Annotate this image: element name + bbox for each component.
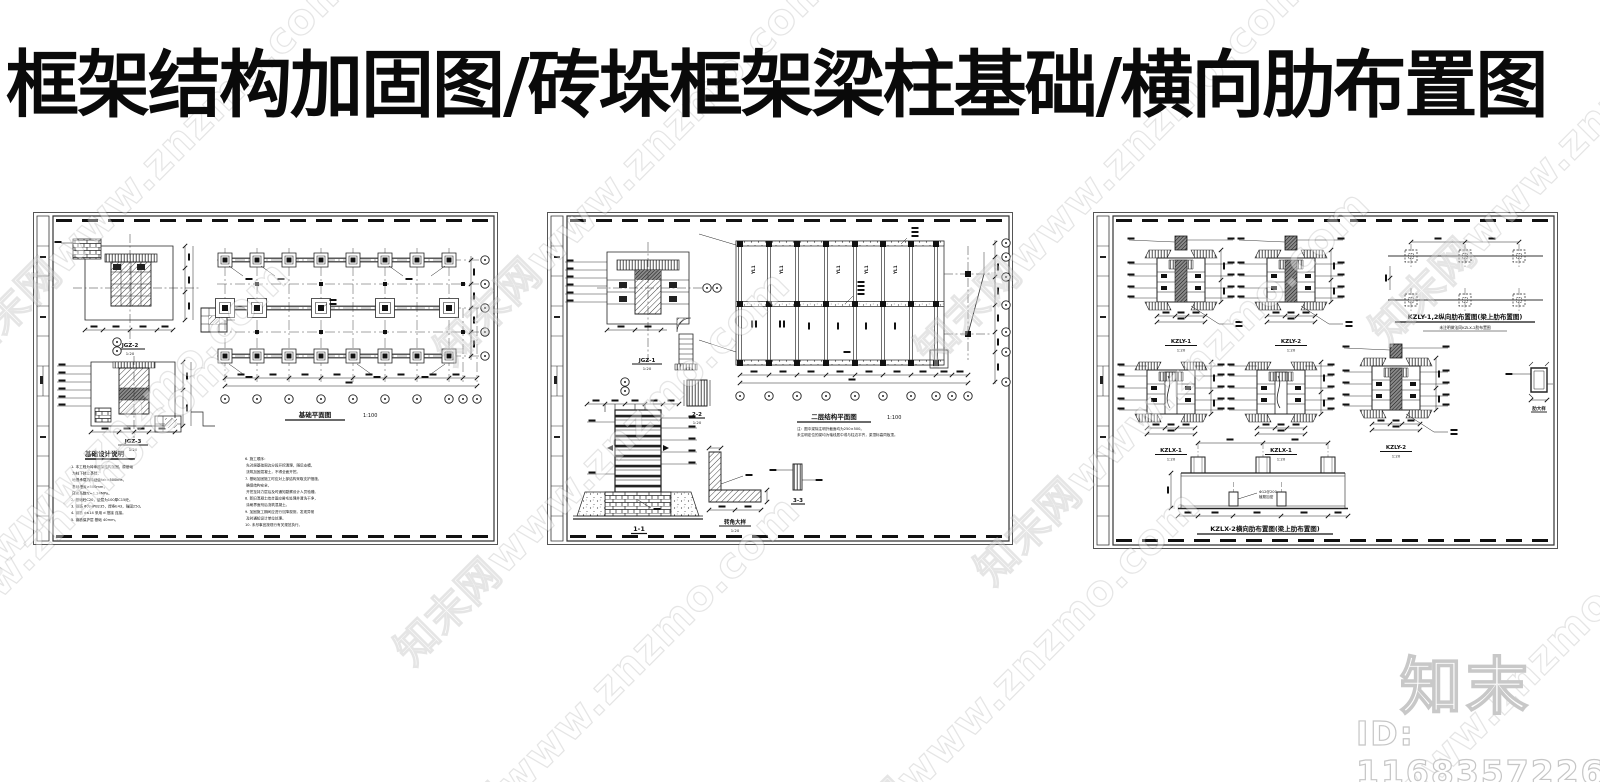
rib-elevation: Φ12@200 植筋加密 KZLX-2横向肋布置图(梁上肋布置图) [1167,438,1351,535]
svg-text:1:20: 1:20 [1177,348,1186,353]
rib-elevation-caption: KZLX-2横向肋布置图(梁上肋布置图) [1210,524,1320,533]
rib-section-label: 肋大样 [1532,405,1546,412]
foundation-plan: 基础平面图 1:100 [215,248,490,420]
notes-header: 基础设计说明 [84,449,125,458]
section2-scale: 1:20 [693,420,702,425]
grid-bubbles-right [992,238,1011,387]
svg-text:YL1: YL1 [893,265,898,275]
page-title: 框架结构加固图/砖垛框架梁柱基础/横向肋布置图 [6,42,1548,128]
detail-label: KZLY-2 [1386,445,1406,451]
detail2-scale: 1:20 [129,447,138,452]
column-detail-5: KZLY-2 1:20 [1343,344,1458,459]
detail1-label: JGZ-1 [638,358,656,364]
bay-labels: YL1 YL1 YL1 YL1 YL1 [751,265,898,275]
section1-label: 1-1 [633,525,645,533]
grid-bubbles-bottom [735,370,973,401]
panel-frame [34,213,498,545]
brick-pier-elevation: 1-1 [573,377,703,534]
beam-column-nodes [737,241,939,366]
detail2-label: JGZ-3 [124,439,142,445]
svg-text:1:20: 1:20 [1392,454,1401,459]
wall-corner-detail: 转角大样 1:20 [706,445,770,533]
svg-text:YL1: YL1 [751,265,756,275]
drawing-panel-floor-framing: JGZ-1 1:20 2-2 1:20 [547,212,1013,545]
design-notes: 基础设计说明 1. 本工程为砖垛框架结构加固，原基础 为柱下独立基础， 地基承载… [71,449,321,527]
section3-label: 3-3 [793,498,803,504]
plan-caption: 基础平面图 [298,410,332,419]
rib-section-detail: 肋大样 [1505,362,1554,412]
floor-beam-plan: YL1 YL1 YL1 YL1 YL1 [699,227,1011,437]
detail-label: KZLX-1 [1160,448,1182,454]
column-detail-1: KZLY-1 1:20 [1128,236,1243,353]
bay-annotations [751,227,919,353]
grid-bubbles-bottom [220,373,482,404]
floor-framing-drawing: JGZ-1 1:20 2-2 1:20 [547,212,1013,545]
drawing-panel-foundation: JGZ-2 1:20 [33,212,498,545]
section-2-2-detail: 2-2 1:20 [684,380,710,425]
notes-column-1: 1. 本工程为砖垛框架结构加固，原基础 为柱下独立基础， 地基承载力特征值fak… [71,464,143,522]
plan-scale: 1:100 [887,415,901,421]
column-detail-2: KZLY-2 1:20 [1238,236,1353,353]
detail1-label: JGZ-2 [121,343,139,349]
detail1-scale: 1:20 [126,351,135,356]
corner-label: 转角大样 [724,518,747,526]
footing-detail-2: JGZ-3 1:20 [57,337,215,452]
detail-label: KZLX-1 [1270,448,1292,454]
elev-note-2: 植筋加密 [1259,494,1274,499]
svg-text:1:20: 1:20 [1287,348,1296,353]
svg-text:YL1: YL1 [779,265,784,275]
svg-text:YL1: YL1 [836,265,841,275]
svg-text:1:20: 1:20 [1277,457,1286,462]
corner-scale: 1:20 [731,528,740,533]
svg-text:1:20: 1:20 [1167,457,1176,462]
znzmo-logo: 知末 [1399,649,1533,724]
detail1-scale: 1:20 [643,366,652,371]
svg-text:YL1: YL1 [864,265,869,275]
plan-caption: 二层结构平面图 [811,412,857,421]
column-detail-3: KZLX-1 1:20 [1118,360,1225,462]
rib-plan-subcaption: 未注明做法同KZLX-2肋布置图 [1439,325,1491,330]
rib-plan: KZLY-1,2纵向肋布置图(梁上肋布置图) 未注明做法同KZLX-2肋布置图 [1385,237,1543,332]
plan-scale: 1:100 [363,413,377,419]
detail-label: KZLY-1 [1171,339,1191,345]
pier-detail: JGZ-1 1:20 [565,242,723,371]
rib-layout-drawing: KZLY-1 1:20 KZLY-2 1:20 [1093,212,1558,549]
grid-bubbles-right [468,255,490,361]
elev-note-1: Φ12@200 [1259,490,1278,494]
notes-column-2: 6. 施工顺序： 先对原基础周边分段开挖清理，随后支模， 浇筑加固混凝土，不得全… [245,456,321,527]
column-marks [1401,244,1529,312]
foundation-drawing: JGZ-2 1:20 [33,212,498,545]
image-id: ID: 1168357226 [1355,713,1600,782]
rib-plan-caption: KZLY-1,2纵向肋布置图(梁上肋布置图) [1408,312,1523,321]
plan-notes: 注：图中梁除注明外截面均为250×500。未注明定位的梁均为轴线居中或与柱边平齐… [797,426,898,437]
detail-label: KZLY-2 [1281,339,1301,345]
footing-detail-1: JGZ-2 1:20 [54,234,236,356]
column-detail-4: KZLX-1 1:20 [1228,360,1335,462]
section-3-3-detail: 3-3 [769,464,823,504]
drawing-panel-rib-layout: KZLY-1 1:20 KZLY-2 1:20 [1093,212,1558,549]
section2-label: 2-2 [692,412,702,418]
